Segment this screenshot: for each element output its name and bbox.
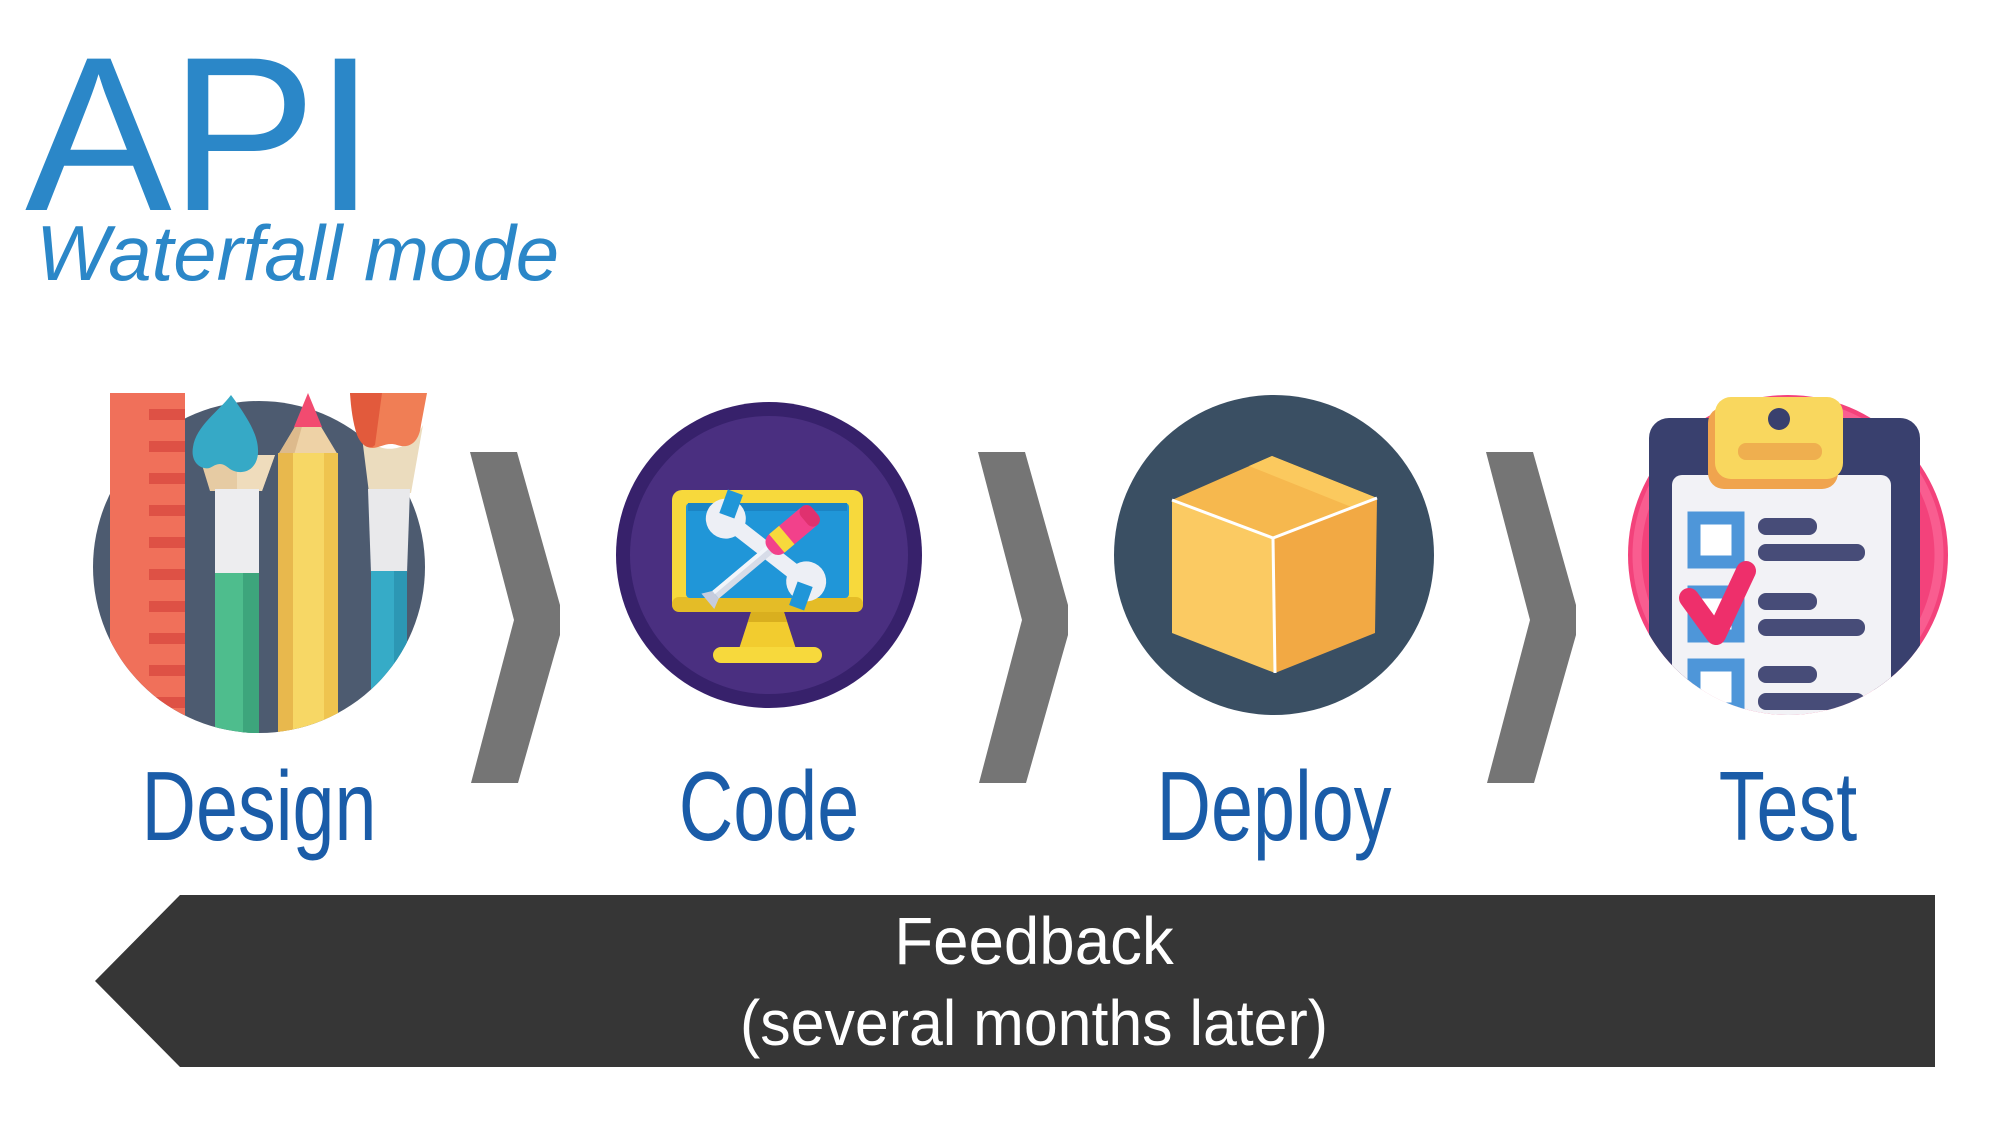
chevron-right-icon (1486, 452, 1576, 783)
pencil-icon (278, 393, 338, 733)
chevron-right-icon (978, 452, 1068, 783)
page-subtitle: Waterfall mode (36, 209, 560, 297)
page-title: API (25, 11, 376, 257)
feedback-line-2: (several months later) (740, 986, 1328, 1059)
left-arrow-banner-icon (95, 895, 1935, 1067)
stage-label-code: Code (678, 751, 860, 861)
screwdriver-icon (701, 504, 820, 609)
stage-label-design: Design (141, 751, 377, 861)
test-checklist-clipboard-icon (1628, 395, 1948, 715)
package-box-icon (1171, 456, 1378, 674)
clipboard-icon (1649, 397, 1920, 715)
feedback-line-1: Feedback (894, 903, 1174, 979)
code-monitor-tools-icon (616, 402, 922, 708)
design-art-tools-icon (93, 393, 427, 733)
stage-label-deploy: Deploy (1156, 751, 1392, 861)
stage-label-test: Test (1718, 751, 1858, 861)
deploy-package-box-icon (1114, 395, 1434, 715)
chevron-right-icon (470, 452, 560, 783)
feedback-banner: Feedback (several months later) (95, 895, 1935, 1067)
list-lines (1758, 518, 1865, 710)
ruler-icon (110, 393, 185, 733)
paintbrush-icon (192, 395, 275, 733)
checkmark-icon (1679, 561, 1756, 645)
